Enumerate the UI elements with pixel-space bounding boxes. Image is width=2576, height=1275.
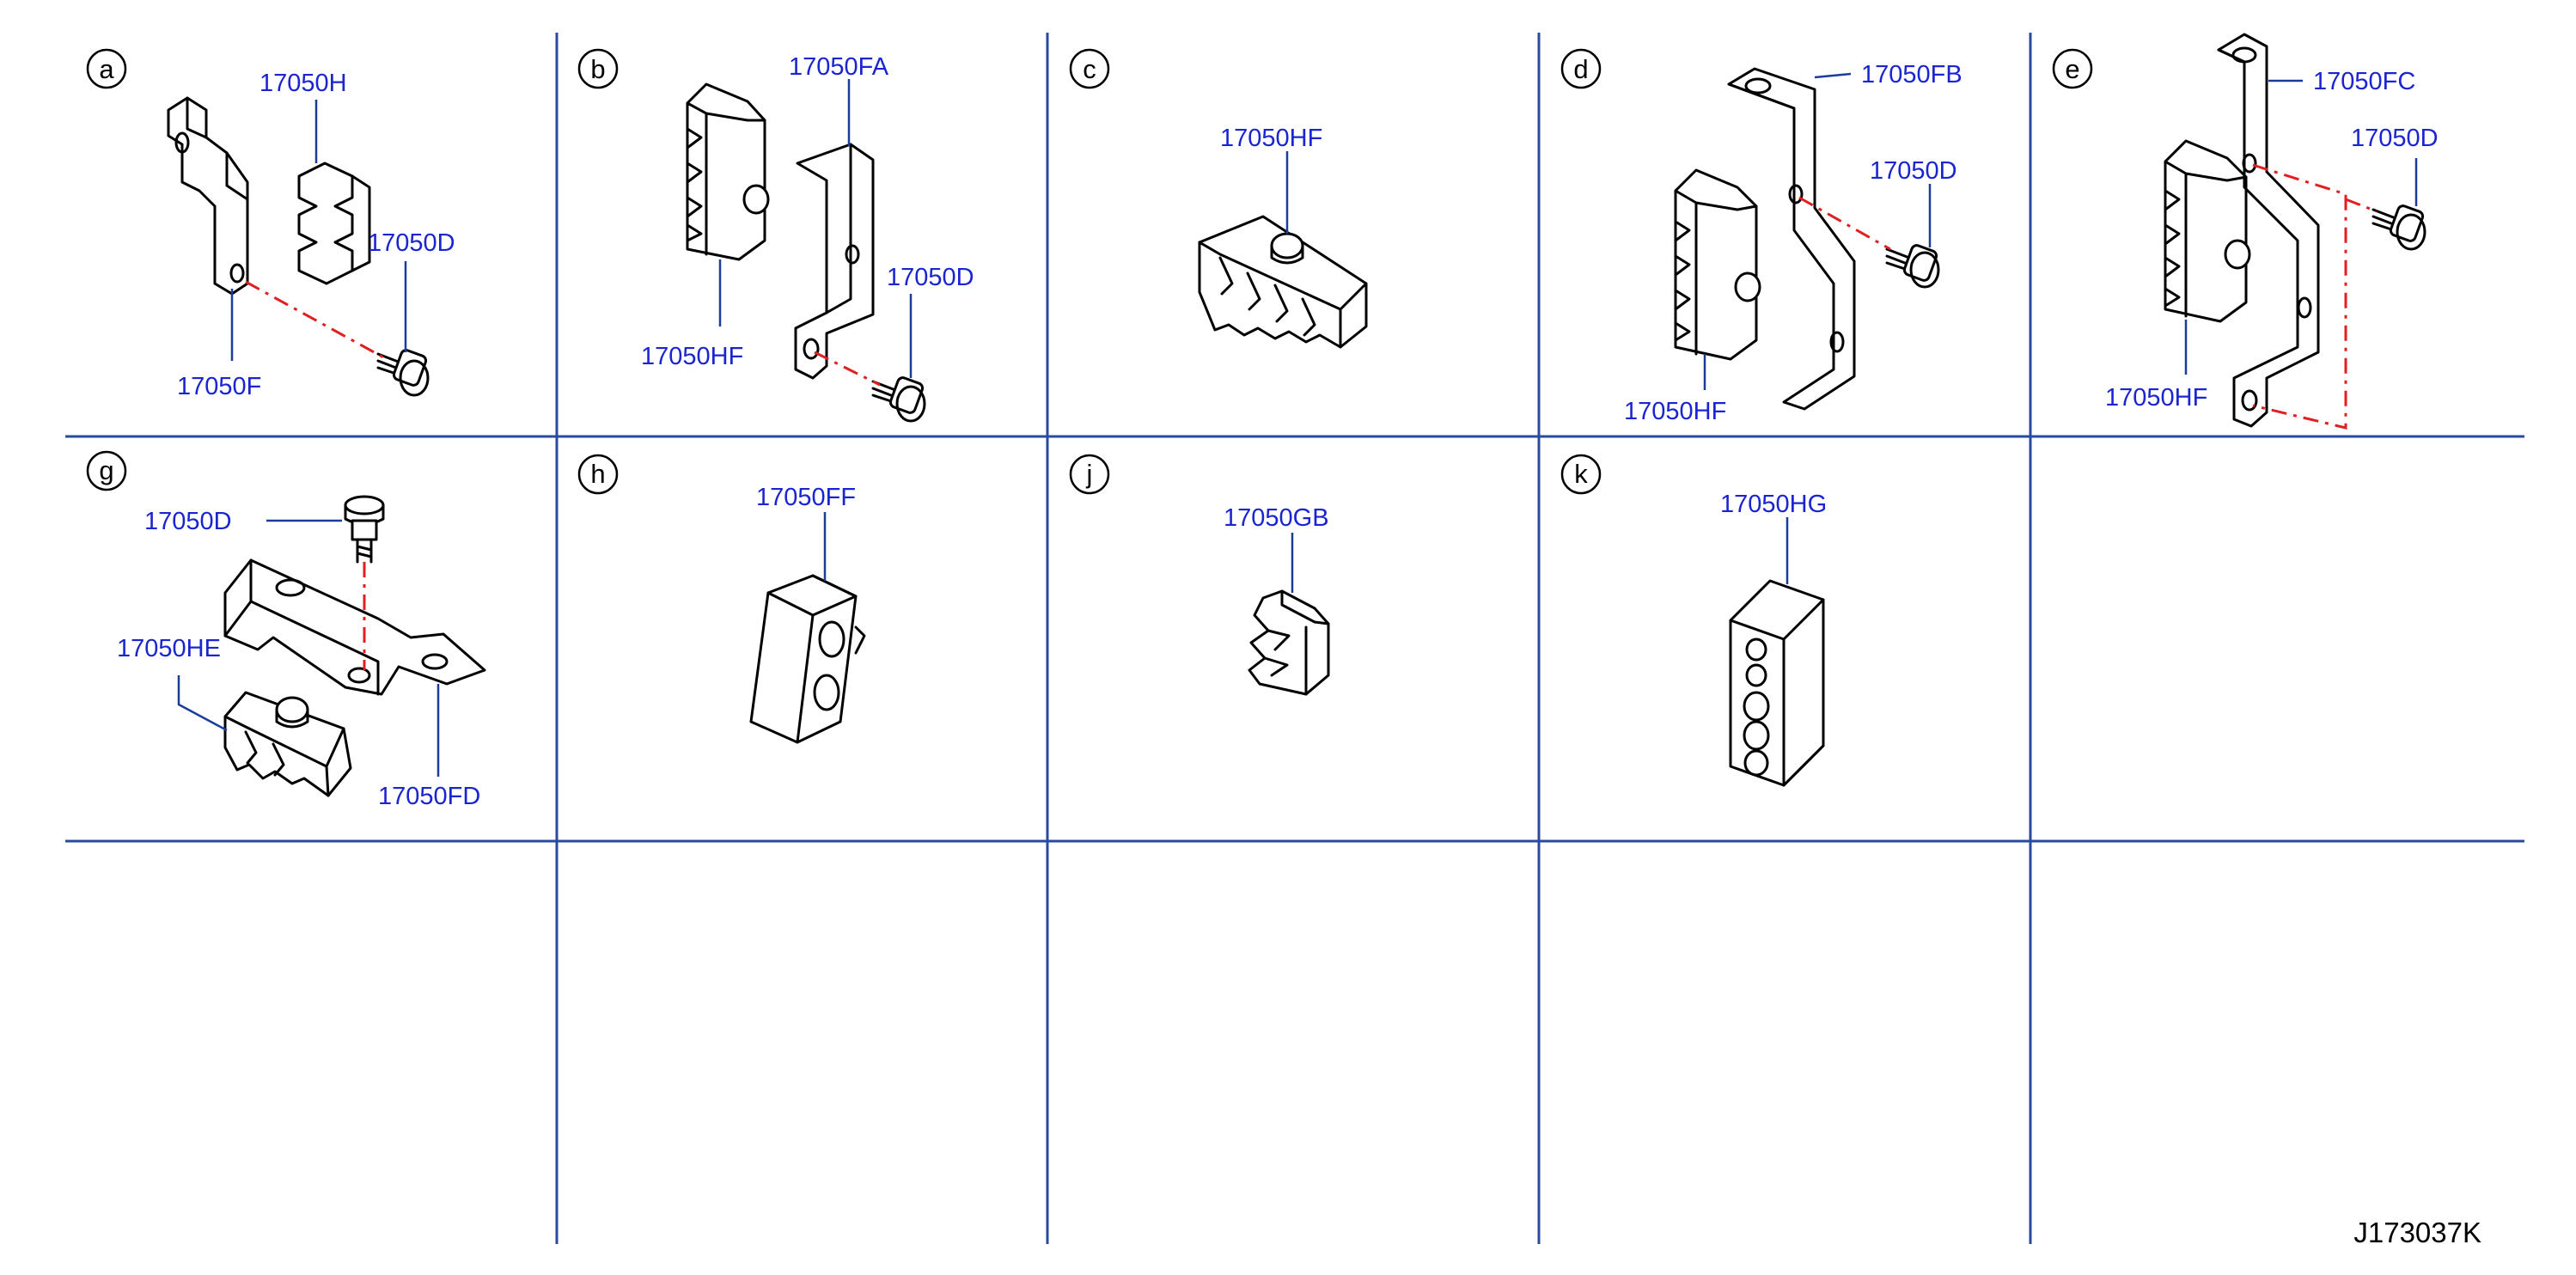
- svg-text:g: g: [99, 455, 113, 485]
- clip-17050HF: [686, 82, 770, 261]
- svg-text:j: j: [1086, 459, 1093, 489]
- label-17050F: 17050F: [177, 373, 261, 400]
- svg-text:b: b: [590, 54, 605, 84]
- label-17050FB: 17050FB: [1861, 61, 1963, 88]
- diagram-code: J173037K: [2353, 1217, 2481, 1248]
- label-17050D-b: 17050D: [887, 264, 974, 291]
- cell-letter-b: b: [577, 48, 619, 89]
- bolt-17050D-e: [2372, 204, 2426, 251]
- label-17050HF-e: 17050HF: [2105, 384, 2207, 412]
- label-17050HF-c: 17050HF: [1220, 125, 1322, 152]
- cell-k: k 17050HG: [1560, 454, 1827, 787]
- clip-17050GB: [1248, 589, 1330, 696]
- bolt-17050D: [376, 349, 430, 397]
- bolt-17050D-b: [871, 376, 926, 423]
- label-17050GB: 17050GB: [1224, 504, 1329, 532]
- label-17050HF-d: 17050HF: [1624, 398, 1726, 425]
- bracket-17050FB: [1727, 67, 1856, 411]
- cell-e: e 17050FC 17050D 17050HF: [2052, 33, 2439, 430]
- label-17050D-g: 17050D: [144, 508, 232, 535]
- svg-text:a: a: [99, 54, 114, 84]
- label-17050FF: 17050FF: [756, 484, 856, 511]
- clip-17050H: [297, 162, 371, 285]
- svg-text:d: d: [1573, 54, 1588, 84]
- cell-letter-h: h: [577, 454, 619, 495]
- label-17050HE: 17050HE: [117, 635, 221, 662]
- grid-lines: [65, 33, 2524, 1244]
- clip-17050HF-c: [1198, 215, 1368, 349]
- cell-j: j 17050GB: [1069, 454, 1330, 696]
- cell-h: h 17050FF: [577, 454, 866, 744]
- cell-letter-d: d: [1560, 48, 1602, 89]
- block-17050FF: [749, 574, 866, 744]
- cell-g: g 17050D 17050HE 1705: [86, 450, 486, 810]
- cell-letter-a: a: [86, 48, 127, 89]
- bracket-17050FC: [2217, 33, 2320, 428]
- cell-b: b 17050FA 17050D 17050HF: [577, 48, 974, 423]
- bolt-17050D-d: [1885, 244, 1940, 289]
- label-17050HG: 17050HG: [1720, 491, 1827, 518]
- svg-text:c: c: [1083, 54, 1096, 84]
- clip-17050HE: [223, 691, 352, 797]
- svg-text:k: k: [1574, 459, 1588, 489]
- cell-letter-e: e: [2052, 48, 2093, 89]
- label-17050D-d: 17050D: [1870, 157, 1957, 185]
- label-17050FC: 17050FC: [2313, 68, 2415, 95]
- bracket-17050FD: [223, 558, 486, 696]
- cell-letter-k: k: [1560, 454, 1602, 495]
- clip-17050HF-d: [1674, 168, 1761, 361]
- cell-letter-g: g: [86, 450, 127, 491]
- label-17050HF-b: 17050HF: [641, 343, 743, 370]
- bolt-17050D-g: [344, 495, 385, 564]
- cell-d: d 17050FB 17050D 17050HF: [1560, 48, 1963, 425]
- block-17050HG: [1729, 579, 1825, 787]
- svg-text:e: e: [2065, 54, 2079, 84]
- bracket-17050FA: [794, 143, 875, 380]
- label-17050FA: 17050FA: [789, 53, 889, 81]
- clip-17050HF-e: [2164, 139, 2251, 323]
- cell-letter-c: c: [1069, 48, 1110, 89]
- label-17050D: 17050D: [368, 229, 455, 257]
- cell-a: a 17050H 17050D 17050F: [86, 48, 455, 400]
- label-17050D-e: 17050D: [2351, 125, 2439, 152]
- cell-c: c 17050HF: [1069, 48, 1368, 349]
- label-17050FD: 17050FD: [378, 783, 480, 810]
- label-17050H: 17050H: [259, 70, 347, 97]
- svg-text:h: h: [590, 459, 605, 489]
- cell-letter-j: j: [1069, 454, 1110, 495]
